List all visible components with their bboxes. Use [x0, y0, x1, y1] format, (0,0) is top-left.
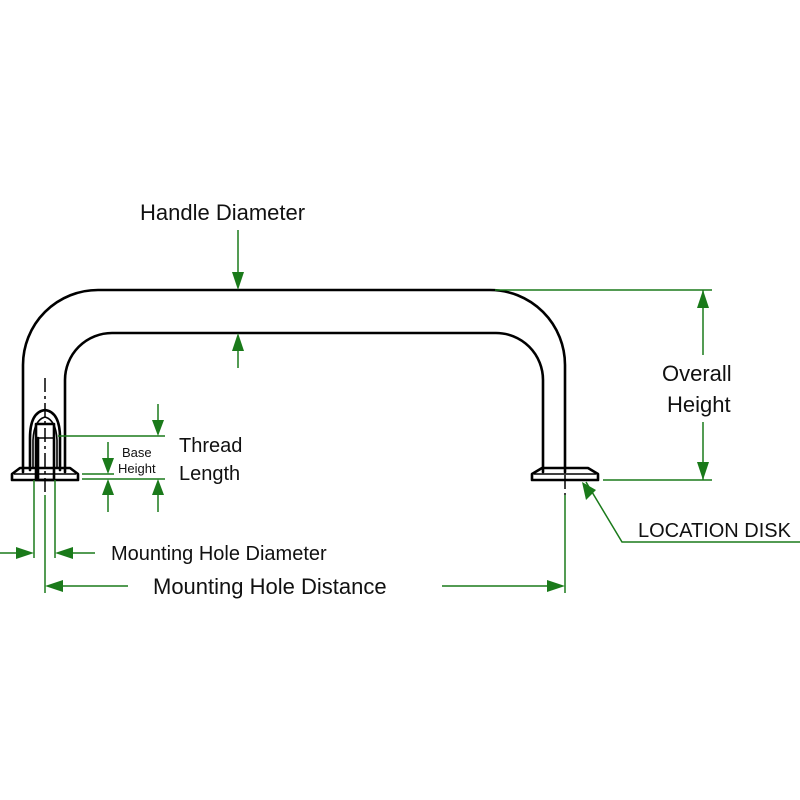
leader-arrow-icon: [582, 482, 596, 500]
arrow-left-icon: [45, 580, 63, 592]
label-thread-length-2: Length: [179, 463, 240, 485]
dimension-base-height: Base Height: [82, 442, 156, 512]
label-thread-length-1: Thread: [179, 435, 242, 457]
label-overall-height-2: Height: [667, 392, 731, 417]
arrow-right-icon: [16, 547, 34, 559]
dimension-thread-length: Thread Length: [58, 404, 242, 512]
label-location-disk: LOCATION DISK: [638, 520, 792, 542]
dimension-mounting-hole-diameter: Mounting Hole Diameter: [0, 480, 327, 565]
label-base-height-2: Height: [118, 461, 156, 476]
label-overall-height-1: Overall: [662, 361, 732, 386]
handle-inner-contour: [63, 331, 545, 474]
label-base-height-1: Base: [122, 445, 152, 460]
leader-location-disk: LOCATION DISK: [582, 481, 800, 543]
left-location-disk: [10, 466, 80, 482]
arrow-up-icon: [232, 333, 244, 351]
label-mounting-hole-distance: Mounting Hole Distance: [153, 574, 387, 599]
arrow-left-icon: [55, 547, 73, 559]
right-leg-base: [530, 466, 600, 482]
arrow-down-icon: [232, 272, 244, 290]
dimension-mounting-hole-distance: Mounting Hole Distance: [44, 495, 566, 599]
arrow-up-icon: [697, 290, 709, 308]
arrow-down-icon: [102, 458, 114, 474]
dimension-handle-diameter: Handle Diameter: [140, 200, 305, 368]
arrow-down-icon: [152, 420, 164, 436]
arrow-right-icon: [547, 580, 565, 592]
arrow-up-icon: [102, 479, 114, 495]
handle-outer-contour: [21, 288, 567, 474]
dimension-overall-height: Overall Height: [495, 289, 732, 481]
right-location-disk: [530, 466, 600, 482]
label-handle-diameter: Handle Diameter: [140, 200, 305, 225]
arrow-up-icon: [152, 479, 164, 495]
handle-body: [21, 288, 567, 474]
label-mounting-hole-diameter: Mounting Hole Diameter: [111, 543, 327, 565]
arrow-down-icon: [697, 462, 709, 480]
